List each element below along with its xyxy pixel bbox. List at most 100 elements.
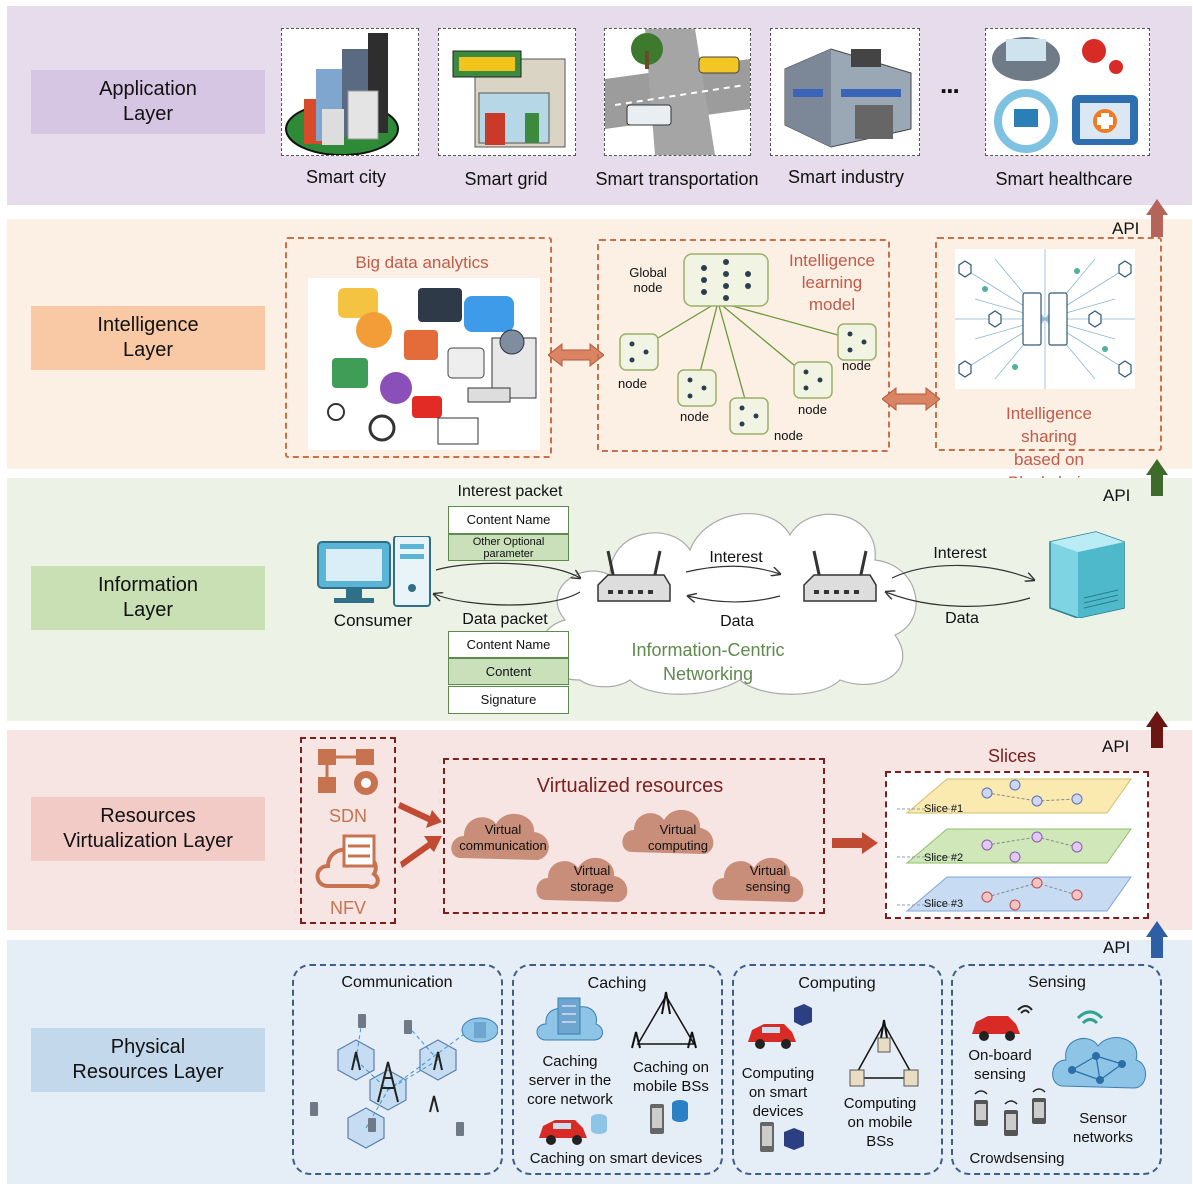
car-db-icon [539,1114,607,1145]
node-label-2: node [680,409,709,424]
caching-devices-label: Caching on smart devices [529,1150,703,1167]
node-label-4: node [798,402,827,417]
smart-grid-label: Smart grid [464,169,548,189]
interest-content-name: Content Name [448,506,569,534]
slice-1-label: Slice #1 [924,803,964,815]
flow-arrows [430,562,1050,607]
cloud-virtual-storage: Virtual storage [570,863,614,894]
sensing-title: Sensing [1028,974,1086,991]
blockchain-network-icon [955,249,1135,389]
icn-label: Information-Centric Networking [631,640,785,684]
smart-industry-label: Smart industry [787,167,905,187]
sensor-networks-label: Sensor networks [1072,1110,1134,1146]
interest-label-2: Interest [933,545,987,562]
nfv-label: NFV [330,898,366,918]
smart-grid-image [438,28,576,156]
slice-3-label: Slice #3 [924,898,964,910]
interest-packet-title: Interest packet [457,483,563,500]
virtualization-layer-label: Resources Virtualization Layer [31,797,265,861]
consumer-label: Consumer [333,611,413,630]
api-arrow-physical-icon [1146,921,1168,958]
onboard-label: On-board sensing [968,1047,1032,1083]
api-arrow-virtualization-icon [1146,711,1168,748]
to-slices-arrow-icon [832,832,878,854]
nfv-icon [315,834,380,889]
caching-title: Caching [587,975,647,992]
data-label-1: Data [720,613,754,630]
consumer-computer-icon [317,536,431,607]
bidirectional-arrow-right-icon [882,386,940,412]
caching-server-label: Caching server in the core network [527,1053,613,1108]
interest-optional-param: Other Optional parameter [448,534,569,561]
crowdsensing-phones-icon [974,1088,1046,1136]
caching-bs-label: Caching on mobile BSs [633,1059,709,1095]
slices-title: Slices [987,746,1037,766]
router-1-icon [597,550,671,602]
virtual-clouds [451,809,804,902]
sensor-network-icon [1052,1010,1146,1089]
application-layer-label: Application Layer [31,70,265,134]
api-label-2: API [1103,486,1131,505]
server-icon [1049,531,1125,618]
computing-phone-icon [760,1122,804,1152]
caching-bs-icon [631,991,697,1049]
router-2-icon [803,550,877,602]
sdn-nfv-arrows-icon [398,802,442,868]
crowdsensing-label: Crowdsensing [969,1150,1065,1167]
communication-box [292,964,503,1175]
node-label-3: node [774,428,803,443]
virtualized-resources-box [443,758,825,914]
big-data-icons-icon [308,278,540,450]
onboard-car-icon [972,1005,1033,1041]
physical-layer-label: Physical Resources Layer [31,1028,265,1092]
learning-model-title: Intelligence learning model [788,251,876,314]
smart-transportation-label: Smart transportation [595,169,759,189]
sensing-box [951,964,1162,1175]
api-label-4: API [1103,938,1131,957]
phone-db-icon [650,1100,688,1134]
intelligence-layer-label: Intelligence Layer [31,306,265,370]
caching-box [512,964,723,1175]
cloud-virtual-communication: Virtual communication [459,822,547,853]
node-label-5: node [842,358,871,373]
api-arrow-intelligence-icon [1146,199,1168,237]
data-label-2: Data [945,610,979,627]
computing-car-icon [748,1004,812,1049]
learning-model-graph [619,253,877,435]
cloud-virtual-computing: Virtual computing [648,822,708,853]
communication-title: Communication [341,974,453,991]
smart-industry-image [770,28,920,156]
api-label-3: API [1102,737,1130,756]
data-content: Content [448,658,569,685]
slices-graphic [897,778,1132,912]
sdn-label: SDN [328,806,368,826]
interest-label-1: Interest [709,549,763,566]
blockchain-box [935,237,1162,451]
computing-bs-label: Computing on mobile BSs [843,1095,917,1150]
information-layer-label: Information Layer [31,566,265,630]
smart-transportation-image [604,28,751,156]
api-label-1: API [1112,219,1140,238]
node-label-1: node [618,376,647,391]
smart-healthcare-label: Smart healthcare [995,169,1133,189]
big-data-title: Big data analytics [355,253,489,272]
learning-model-box [597,239,890,452]
data-signature: Signature [448,686,569,714]
computing-bs-icon [849,1019,919,1087]
smart-healthcare-image [985,28,1150,156]
smart-city-label: Smart city [305,167,387,187]
bidirectional-arrow-left-icon [548,342,604,368]
communication-network-icon [310,1014,498,1149]
virtualized-title: Virtualized resources [536,775,724,797]
computing-title: Computing [798,975,876,992]
data-packet-title: Data packet [462,611,548,628]
computing-box [732,964,943,1175]
slice-2-label: Slice #2 [924,852,964,864]
ellipsis: ... [940,69,960,99]
api-arrow-information-icon [1146,459,1168,496]
sdn-nfv-box [300,737,396,924]
data-content-name: Content Name [448,631,569,658]
big-data-box [285,237,552,458]
global-node-label: Global node [629,265,667,295]
